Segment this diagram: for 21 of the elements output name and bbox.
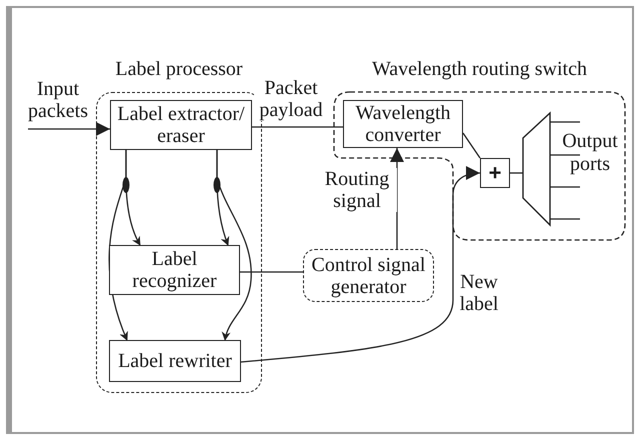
connector-line [240, 271, 303, 273]
connector-line [462, 132, 481, 158]
connector-line [550, 186, 580, 188]
arrow [390, 148, 404, 249]
arrow [240, 166, 480, 363]
connector-line [510, 172, 523, 174]
process-box: Label rewriter [109, 340, 241, 382]
group-title: Label processor [114, 58, 244, 80]
connector-line [550, 154, 580, 156]
process-box: Wavelength converter [343, 100, 463, 148]
process-box: Label recognizer [109, 245, 240, 295]
arrow [216, 150, 252, 341]
combiner-box: + [480, 158, 510, 188]
arrow [28, 122, 110, 136]
connector-line [550, 121, 580, 123]
group-title: Wavelength routing switch [370, 58, 588, 80]
ports-label: Output ports [561, 130, 619, 176]
process-box: Label extractor/ eraser [110, 100, 252, 150]
connector-line [252, 126, 343, 128]
connector-line [550, 218, 580, 220]
dashed-process-box: Control signal generator [303, 249, 434, 302]
